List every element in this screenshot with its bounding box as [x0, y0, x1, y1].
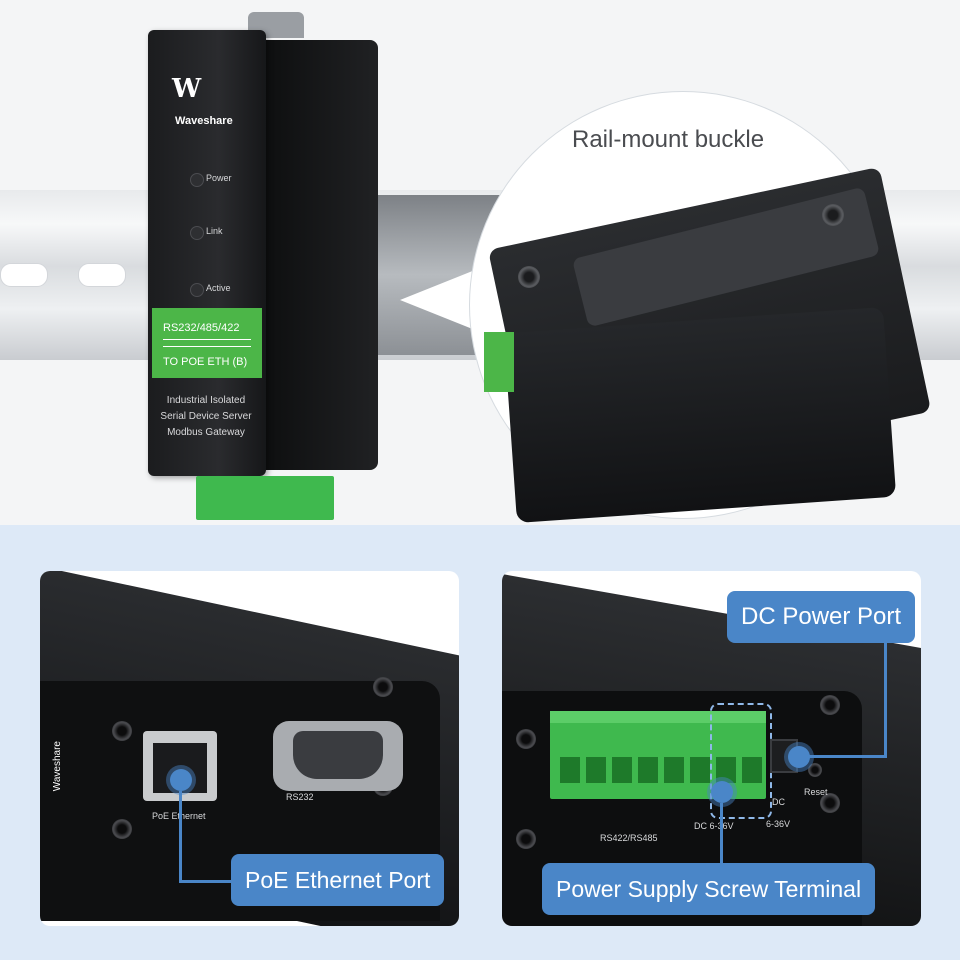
- active-led-icon: [190, 283, 204, 297]
- model-band: [152, 308, 262, 378]
- screw-icon: [820, 695, 840, 715]
- link-led-icon: [190, 226, 204, 240]
- port-caption-rs232: RS232: [286, 792, 314, 802]
- led-label-active: Active: [206, 283, 231, 293]
- screw-icon: [518, 266, 540, 288]
- device-front: [148, 30, 266, 476]
- leader-line: [720, 803, 723, 865]
- side-brand: Waveshare: [52, 741, 63, 792]
- tag-dc-power: DC Power Port: [727, 591, 916, 643]
- screw-icon: [820, 793, 840, 813]
- brand-name: Waveshare: [175, 115, 233, 127]
- waveshare-logo-icon: W: [172, 74, 202, 104]
- hotspot-marker-icon: [788, 746, 810, 768]
- rail-slot: [0, 263, 48, 287]
- led-label-link: Link: [206, 226, 223, 236]
- dc-caption: DC 6-36V: [694, 821, 734, 831]
- power-led-icon: [190, 173, 204, 187]
- hotspot-marker-icon: [170, 769, 192, 791]
- terminal-hole: [586, 757, 606, 783]
- terminal-hole: [716, 757, 736, 783]
- reset-button-icon: [808, 763, 822, 777]
- terminal-block-front: [196, 476, 334, 520]
- tag-power-terminal: Power Supply Screw Terminal: [542, 863, 876, 915]
- terminal-screws: [550, 711, 766, 723]
- screw-icon: [373, 677, 393, 697]
- model-line-2: TO POE ETH (B): [163, 356, 248, 368]
- terminal-hole: [612, 757, 632, 783]
- top-photo-section: W Waveshare Power Link Active RS232/485/…: [0, 0, 960, 525]
- terminal-hole: [638, 757, 658, 783]
- tag-poe-ethernet: PoE Ethernet Port: [231, 854, 445, 906]
- port-caption-ethernet: PoE Ethernet: [152, 811, 206, 821]
- device-description-1: Industrial Isolated: [166, 395, 246, 406]
- leader-line: [179, 791, 182, 883]
- device-side: [266, 40, 378, 470]
- leader-line: [884, 643, 887, 757]
- device-description-3: Modbus Gateway: [167, 427, 245, 438]
- terminal-edge: [484, 332, 514, 392]
- device-end-cap: [503, 306, 897, 524]
- screw-icon: [112, 819, 132, 839]
- leader-line: [179, 880, 231, 883]
- terminal-hole: [742, 757, 762, 783]
- zoom-label: Rail-mount buckle: [572, 126, 765, 153]
- db9-pins: [293, 731, 383, 779]
- rail-slot: [78, 263, 126, 287]
- bidirectional-arrow-icon: [163, 339, 251, 347]
- reset-caption: Reset: [804, 787, 828, 797]
- led-label-power: Power: [206, 173, 232, 183]
- model-line-1: RS232/485/422: [163, 322, 240, 334]
- dc-jack-caption: DC: [772, 797, 785, 807]
- leader-line: [806, 755, 887, 758]
- power-card: RS422/RS485 DC 6-36V DC Reset 6-36V DC P…: [502, 571, 921, 926]
- screw-icon: [112, 721, 132, 741]
- device-description-2: Serial Device Server: [160, 411, 252, 422]
- terminal-hole: [690, 757, 710, 783]
- screw-icon: [822, 204, 844, 226]
- hotspot-marker-icon: [711, 781, 733, 803]
- terminal-hole: [664, 757, 684, 783]
- screw-icon: [516, 829, 536, 849]
- voltage-caption: 6-36V: [766, 819, 791, 829]
- terminal-hole: [560, 757, 580, 783]
- terminal-caption: RS422/RS485: [600, 833, 658, 843]
- screw-icon: [516, 729, 536, 749]
- ethernet-card: Waveshare PoE Ethernet RS232 PoE Etherne…: [40, 571, 459, 926]
